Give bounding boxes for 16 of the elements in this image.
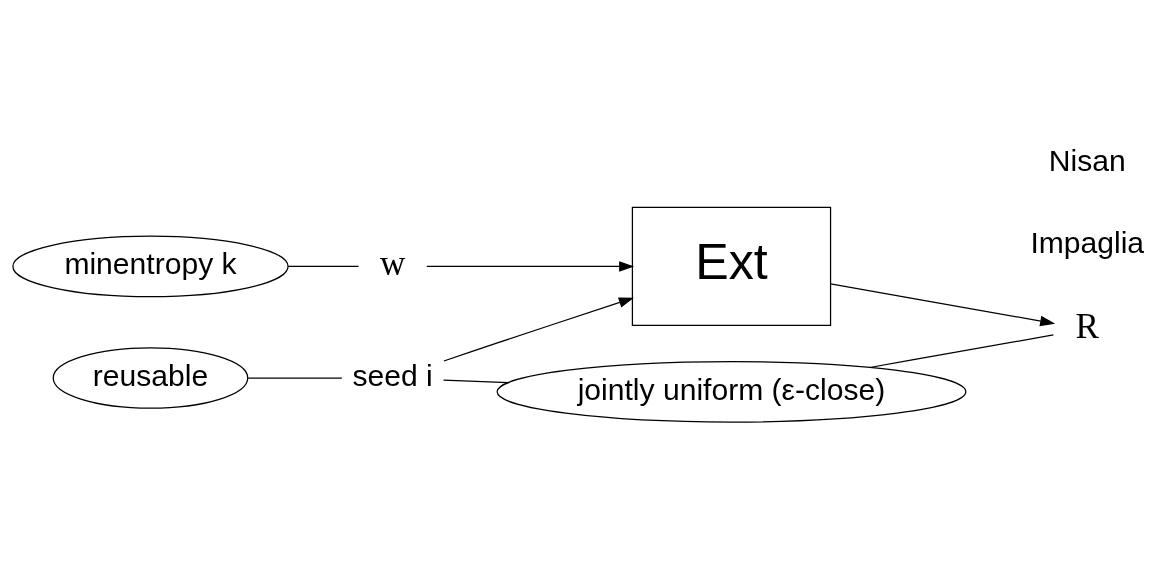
connector <box>287 265 360 268</box>
label: Nisan <box>1048 144 1126 178</box>
connector <box>442 379 509 384</box>
connector <box>247 377 343 379</box>
node-text: w <box>379 244 406 284</box>
connector <box>869 334 1054 369</box>
node-ellipse: reusable <box>52 347 249 409</box>
label: Impaglia <box>1030 225 1145 259</box>
arrow <box>443 297 634 362</box>
arrow <box>830 283 1056 327</box>
node-text: seed i <box>352 358 433 392</box>
arrow <box>426 261 635 272</box>
node-box: Ext <box>631 206 832 326</box>
node-ellipse: minentropy k <box>12 235 289 298</box>
node-ellipse: jointly uniform (ε-close) <box>496 361 967 423</box>
node-text: R <box>1075 306 1099 346</box>
